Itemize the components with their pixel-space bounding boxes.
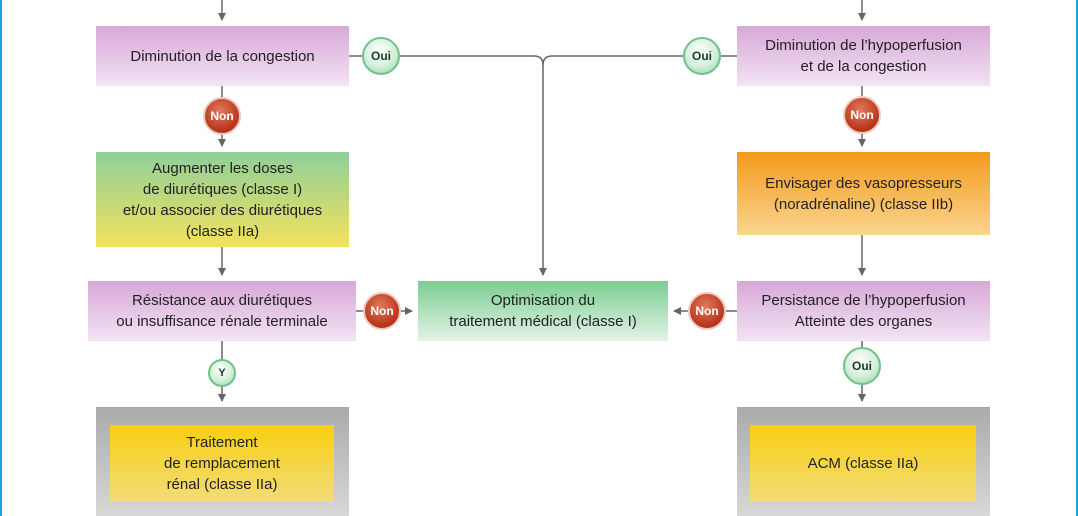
non-badge-center-left-label: Non bbox=[370, 304, 394, 318]
renal-replacement-label: Traitement de remplacement rénal (classe… bbox=[164, 434, 280, 493]
diuretic-resistance-label: Résistance aux diurétiques ou insuffisan… bbox=[116, 292, 328, 330]
diuretic-increase-label: Augmenter les doses de diurétiques (clas… bbox=[122, 159, 323, 240]
non-badge-center-left: Non bbox=[363, 292, 401, 330]
line-oui-right-to-center bbox=[542, 55, 683, 66]
diuretic-increase-box: Augmenter les doses de diurétiques (clas… bbox=[96, 152, 349, 247]
oui-badge-right-bottom: Oui bbox=[843, 347, 881, 385]
congestion-decrease-label: Diminution de la congestion bbox=[130, 47, 315, 65]
non-badge-left-top-label: Non bbox=[210, 109, 234, 123]
oui-badge-left: Oui bbox=[362, 37, 400, 75]
diuretic-resistance-box: Résistance aux diurétiques ou insuffisan… bbox=[88, 281, 356, 341]
oui-badge-right: Oui bbox=[683, 37, 721, 75]
line-oui-left-to-center bbox=[400, 55, 544, 66]
non-badge-right-top-label: Non bbox=[850, 108, 874, 122]
non-badge-left-top: Non bbox=[203, 97, 241, 135]
y-badge-label: Y bbox=[218, 367, 226, 379]
acm-box: ACM (classe IIa) bbox=[750, 425, 976, 502]
y-badge: Y bbox=[208, 359, 236, 387]
renal-replacement-box: Traitement de remplacement rénal (classe… bbox=[110, 425, 334, 502]
oui-badge-right-bottom-label: Oui bbox=[852, 359, 872, 373]
vasopressor-label: Envisager des vasopresseurs (noradrénali… bbox=[765, 174, 962, 213]
acm-label: ACM (classe IIa) bbox=[807, 455, 919, 472]
oui-badge-right-label: Oui bbox=[692, 49, 712, 63]
non-badge-center-right-label: Non bbox=[695, 304, 719, 318]
medical-optimisation-label: Optimisation du traitement médical (clas… bbox=[449, 292, 637, 330]
hypoperfusion-persistence-box: Persistance de l’hypoperfusion Atteinte … bbox=[737, 281, 990, 341]
hypoperfusion-persistence-label: Persistance de l’hypoperfusion Atteinte … bbox=[761, 292, 966, 330]
non-badge-right-top: Non bbox=[843, 96, 881, 134]
vasopressor-box: Envisager des vasopresseurs (noradrénali… bbox=[737, 152, 990, 235]
oui-badge-left-label: Oui bbox=[371, 49, 391, 63]
non-badge-center-right: Non bbox=[688, 292, 726, 330]
medical-optimisation-box: Optimisation du traitement médical (clas… bbox=[418, 281, 668, 341]
congestion-decrease-box: Diminution de la congestion bbox=[96, 26, 349, 86]
hypoperfusion-decrease-box: Diminution de l’hypoperfusion et de la c… bbox=[737, 26, 990, 86]
hypoperfusion-decrease-label: Diminution de l’hypoperfusion et de la c… bbox=[765, 37, 962, 75]
